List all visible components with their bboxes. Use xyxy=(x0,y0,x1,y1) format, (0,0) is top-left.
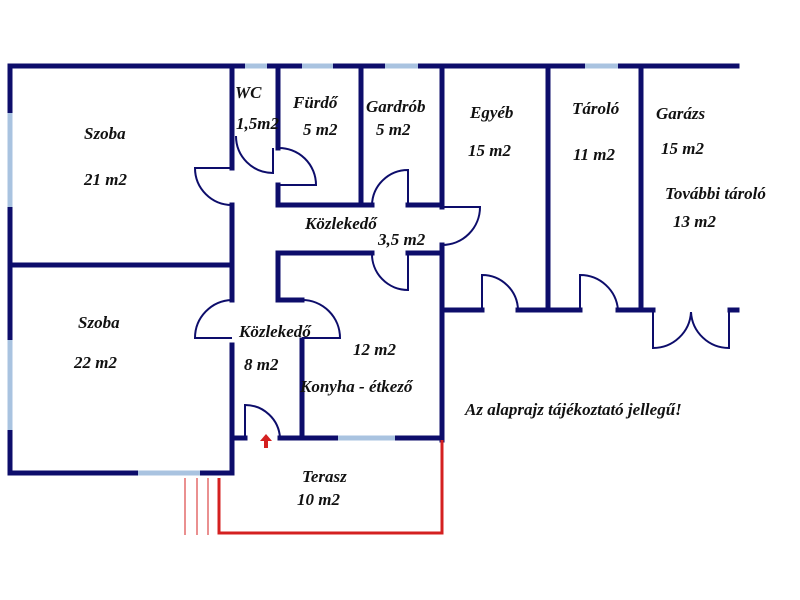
room-name: Szoba xyxy=(78,313,120,332)
room-name: Gardrób xyxy=(366,97,426,116)
room-area: 22 m2 xyxy=(73,353,117,372)
room-area: 10 m2 xyxy=(297,490,340,509)
room-name: Tároló xyxy=(572,99,619,118)
room-area: 15 m2 xyxy=(661,139,704,158)
room-labels: Szoba 21 m2 Szoba 22 m2 WC 1,5m2 Fürdő 5… xyxy=(73,83,766,509)
room-area: 15 m2 xyxy=(468,141,511,160)
room-name: Konyha - étkező xyxy=(299,377,414,396)
room-area: 21 m2 xyxy=(83,170,127,189)
room-area: 8 m2 xyxy=(244,355,279,374)
windows xyxy=(7,63,618,476)
room-area: 3,5 m2 xyxy=(377,230,426,249)
room-area: 13 m2 xyxy=(673,212,716,231)
room-name: Szoba xyxy=(84,124,126,143)
room-name: További tároló xyxy=(665,184,766,203)
room-area: 1,5m2 xyxy=(236,114,279,133)
room-name: Fürdő xyxy=(292,93,339,112)
entrance-arrow-icon xyxy=(260,434,272,448)
room-name: Terasz xyxy=(302,467,347,486)
room-area: 11 m2 xyxy=(573,145,616,164)
room-name: WC xyxy=(235,83,262,102)
doors xyxy=(193,135,730,439)
room-name: Garázs xyxy=(656,104,706,123)
disclaimer-note: Az alaprajz tájékoztató jellegű! xyxy=(464,400,682,419)
terrace-outline xyxy=(184,440,444,535)
room-area: 5 m2 xyxy=(376,120,411,139)
room-name: Közlekedő xyxy=(238,322,312,341)
room-name: Egyéb xyxy=(469,103,513,122)
room-name: Közlekedő xyxy=(304,214,378,233)
room-area: 5 m2 xyxy=(303,120,338,139)
room-area: 12 m2 xyxy=(353,340,396,359)
